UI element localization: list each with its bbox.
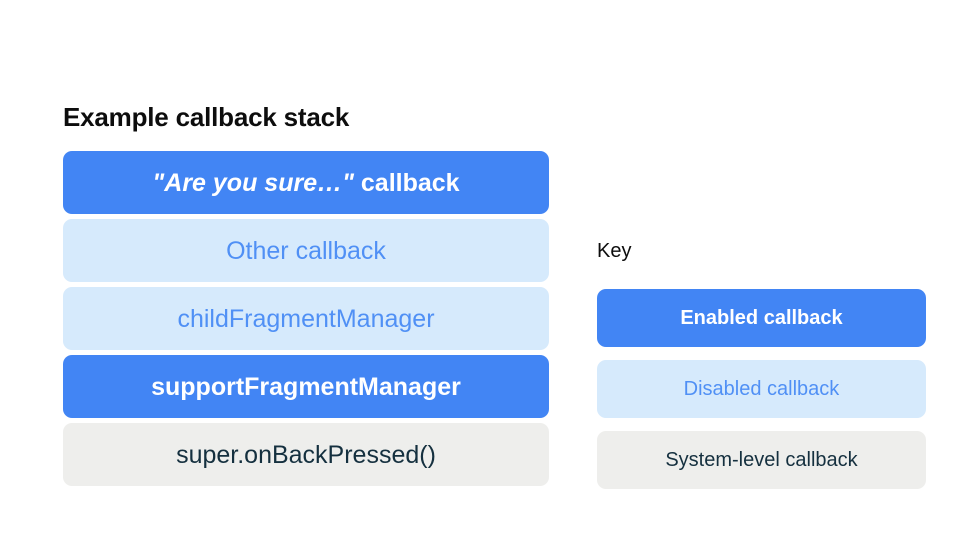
callback-stack-list: "Are you sure…" callback Other callback …	[63, 151, 549, 486]
stack-item-super-onbackpressed[interactable]: super.onBackPressed()	[63, 423, 549, 486]
key-item-label: Enabled callback	[680, 307, 843, 329]
stack-item-label: Other callback	[226, 236, 386, 265]
key-item-disabled-callback: Disabled callback	[597, 360, 926, 418]
stack-item-label: super.onBackPressed()	[176, 440, 436, 469]
key-item-label: System-level callback	[665, 449, 858, 471]
key-item-enabled-callback: Enabled callback	[597, 289, 926, 347]
page-title: Example callback stack	[63, 102, 350, 132]
stack-item-label: childFragmentManager	[177, 304, 435, 333]
stack-item-label-plain: callback	[353, 168, 460, 197]
stack-item-label: supportFragmentManager	[151, 372, 461, 401]
stack-item-label: "Are you sure…" callback	[152, 169, 459, 197]
key-section: Key Enabled callback Disabled callback S…	[597, 238, 926, 489]
key-title: Key	[597, 240, 632, 262]
key-list: Enabled callback Disabled callback Syste…	[597, 289, 926, 489]
stack-item-other-callback[interactable]: Other callback	[63, 219, 549, 282]
stack-item-child-fragment-manager[interactable]: childFragmentManager	[63, 287, 549, 350]
stack-item-support-fragment-manager[interactable]: supportFragmentManager	[63, 355, 549, 418]
stack-item-are-you-sure-callback[interactable]: "Are you sure…" callback	[63, 151, 549, 214]
key-item-label: Disabled callback	[683, 378, 840, 400]
key-item-system-level-callback: System-level callback	[597, 431, 926, 489]
stack-item-label-quoted: "Are you sure…"	[152, 168, 354, 197]
callback-stack-section: Example callback stack "Are you sure…" c…	[63, 100, 549, 486]
